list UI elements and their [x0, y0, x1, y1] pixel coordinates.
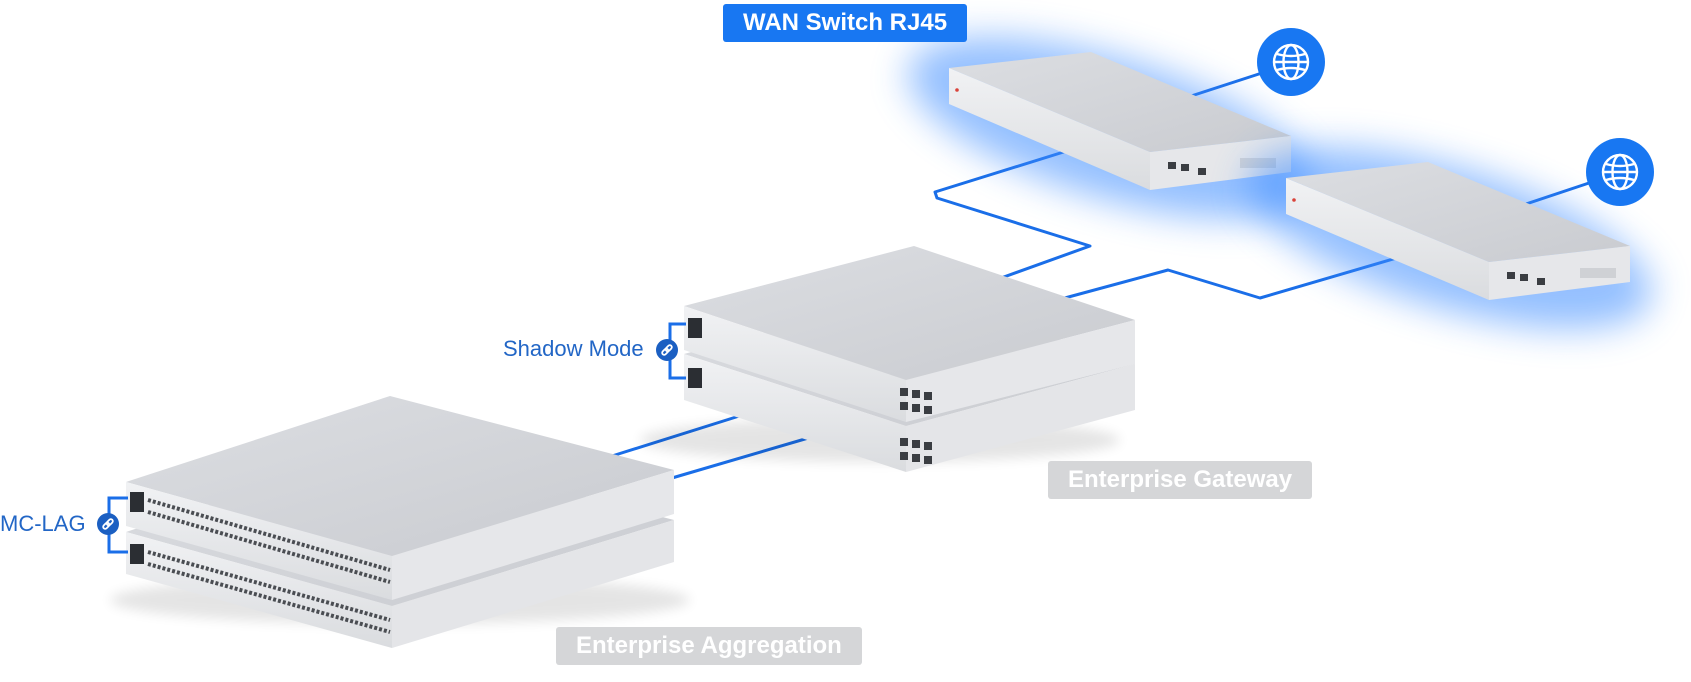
- wan-switch-device-1: [908, 37, 1312, 219]
- mc-lag-label: MC-LAG: [0, 511, 86, 536]
- link-icon: [656, 339, 678, 361]
- link-wan1-to-gateway: [933, 148, 1092, 284]
- enterprise-gateway-device: [640, 246, 1135, 472]
- link-icon: [97, 513, 119, 535]
- globe-icon: [1586, 138, 1654, 206]
- wan-switch-label: WAN Switch RJ45: [723, 4, 968, 42]
- link-wan2-to-gateway: [1049, 252, 1411, 304]
- enterprise-aggregation-label: Enterprise Aggregation: [556, 627, 862, 665]
- enterprise-aggregation-device: [110, 396, 690, 648]
- globe-icon: [1257, 28, 1325, 96]
- wan-switch-device-2: [1248, 147, 1652, 329]
- enterprise-gateway-label: Enterprise Gateway: [1048, 461, 1313, 499]
- shadow-mode-label: Shadow Mode: [503, 336, 644, 361]
